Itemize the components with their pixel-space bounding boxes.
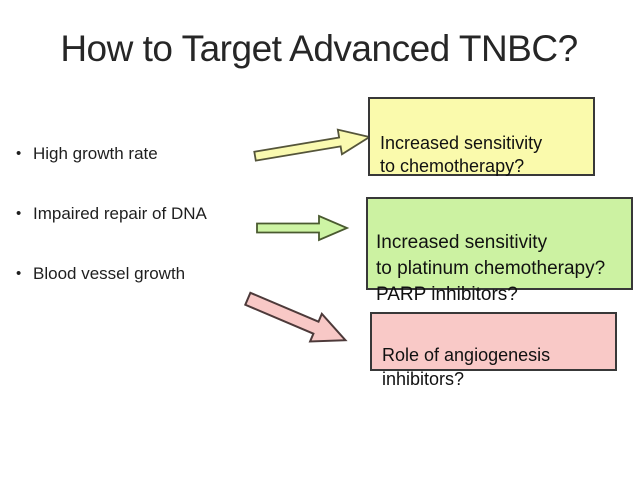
bullet-item: • Impaired repair of DNA [16, 203, 256, 224]
pink-arrow-icon [245, 292, 346, 342]
bullet-marker: • [16, 205, 22, 222]
callout-text: Increased sensitivity to chemotherapy? [380, 133, 543, 176]
bullet-label: High growth rate [33, 144, 158, 163]
bullet-marker: • [16, 265, 22, 282]
yellow-arrow-shape [254, 129, 370, 161]
callout-text: Role of angiogenesis inhibitors? [382, 345, 551, 389]
pink-arrow-shape [245, 292, 346, 342]
bullet-item: • High growth rate [16, 143, 256, 164]
bullet-list: • High growth rate • Impaired repair of … [16, 143, 256, 323]
bullet-item: • Blood vessel growth [16, 263, 256, 284]
green-arrow-shape [257, 216, 347, 240]
bullet-label: Blood vessel growth [33, 264, 186, 283]
callout-box-chemotherapy-sensitivity: Increased sensitivity to chemotherapy? [368, 97, 595, 176]
slide-title: How to Target Advanced TNBC? [60, 28, 578, 69]
bullet-marker: • [16, 145, 22, 162]
bullet-label: Impaired repair of DNA [33, 204, 207, 223]
green-arrow-icon [257, 216, 347, 240]
callout-box-angiogenesis: Role of angiogenesis inhibitors? [370, 312, 617, 389]
callout-text: Increased sensitivity to platinum chemot… [376, 232, 606, 305]
callout-box-platinum-parp: Increased sensitivity to platinum chemot… [366, 197, 633, 305]
yellow-arrow-icon [254, 129, 370, 161]
